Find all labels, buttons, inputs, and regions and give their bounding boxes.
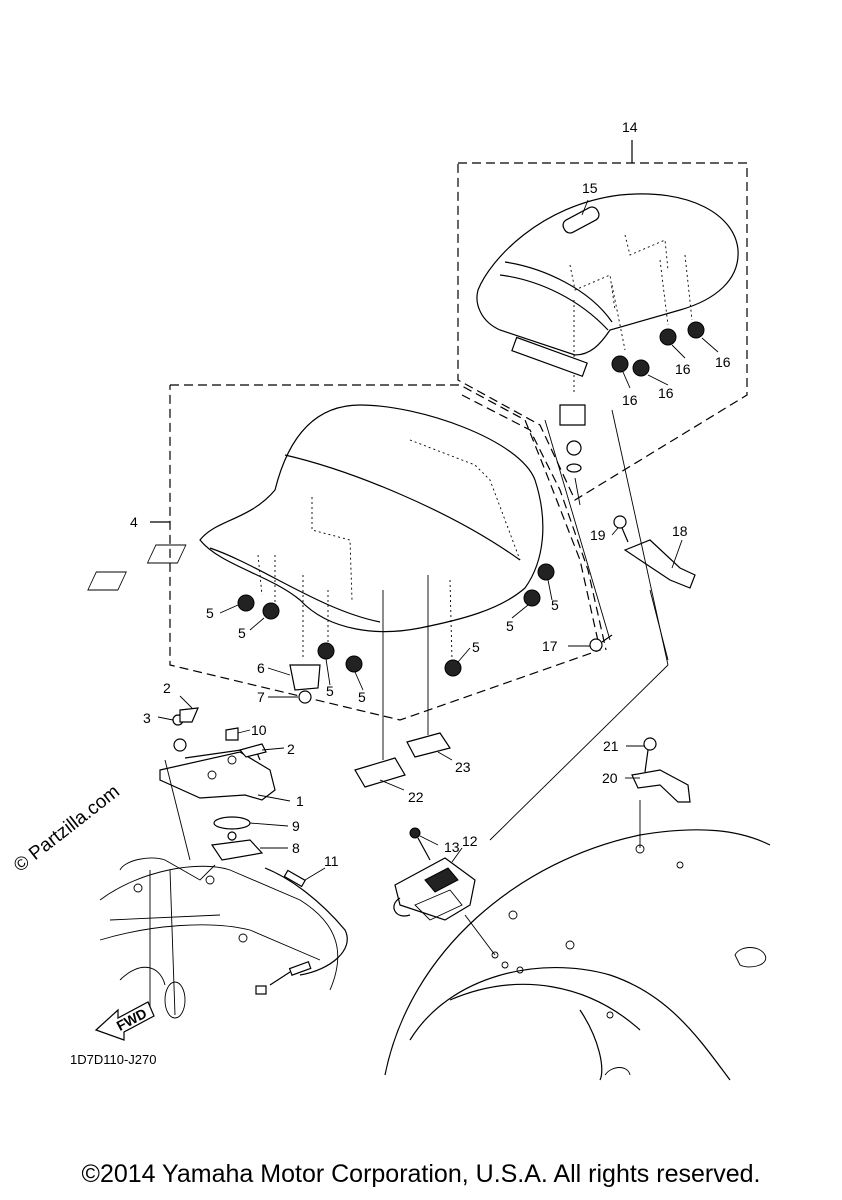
callout-2: 2 xyxy=(287,741,295,757)
callout-5: 5 xyxy=(472,639,480,655)
callout-22: 22 xyxy=(408,789,424,805)
seat-pads xyxy=(354,732,451,788)
rear-fender xyxy=(384,829,771,1081)
fwd-label: FWD xyxy=(114,1005,150,1034)
front-seat-group-box xyxy=(150,384,607,721)
rear-fasteners xyxy=(589,515,696,803)
callout-2: 2 xyxy=(163,680,171,696)
callout-10: 10 xyxy=(251,722,267,738)
callout-12: 12 xyxy=(462,833,478,849)
leader-lines xyxy=(157,199,719,881)
callout-16: 16 xyxy=(715,354,731,370)
callout-9: 9 xyxy=(292,818,300,834)
rear-seat-dampers xyxy=(611,321,705,377)
front-seat-bracket xyxy=(289,664,321,704)
front-seat xyxy=(87,404,544,760)
callout-5: 5 xyxy=(358,689,366,705)
callout-20: 20 xyxy=(602,770,618,786)
copyright-notice: ©2014 Yamaha Motor Corporation, U.S.A. A… xyxy=(81,1160,761,1188)
fwd-arrow-icon: FWD xyxy=(94,1001,155,1041)
callout-16: 16 xyxy=(658,385,674,401)
callout-7: 7 xyxy=(257,689,265,705)
motorcycle-frame xyxy=(99,857,339,1019)
front-seat-dampers xyxy=(237,563,555,677)
callout-labels: 1 2 2 3 4 5 5 5 5 5 5 5 6 7 8 9 10 11 12… xyxy=(130,119,731,869)
callout-16: 16 xyxy=(622,392,638,408)
callout-13: 13 xyxy=(444,839,460,855)
callout-5: 5 xyxy=(238,625,246,641)
callout-15: 15 xyxy=(582,180,598,196)
callout-16: 16 xyxy=(675,361,691,377)
seat-lock-bracket xyxy=(159,707,276,861)
callout-6: 6 xyxy=(257,660,265,676)
callout-23: 23 xyxy=(455,759,471,775)
callout-5: 5 xyxy=(506,618,514,634)
callout-21: 21 xyxy=(603,738,619,754)
callout-14: 14 xyxy=(622,119,638,135)
diagram-code: 1D7D110-J270 xyxy=(70,1052,156,1067)
assembly-guide-lines xyxy=(164,409,669,956)
callout-4: 4 xyxy=(130,514,138,530)
seat-lock-cable xyxy=(255,867,348,995)
callout-1: 1 xyxy=(296,793,304,809)
callout-5: 5 xyxy=(326,683,334,699)
rear-seat-bracket xyxy=(511,336,588,378)
callout-5: 5 xyxy=(551,597,559,613)
rear-seat-group-box xyxy=(457,140,748,501)
callout-19: 19 xyxy=(590,527,606,543)
callout-8: 8 xyxy=(292,840,300,856)
seat-latch xyxy=(393,827,476,921)
callout-5: 5 xyxy=(206,605,214,621)
callout-3: 3 xyxy=(143,710,151,726)
callout-18: 18 xyxy=(672,523,688,539)
callout-17: 17 xyxy=(542,638,558,654)
callout-11: 11 xyxy=(324,853,339,869)
rear-seat-grab-tube xyxy=(562,206,600,234)
rear-seat xyxy=(476,193,739,473)
